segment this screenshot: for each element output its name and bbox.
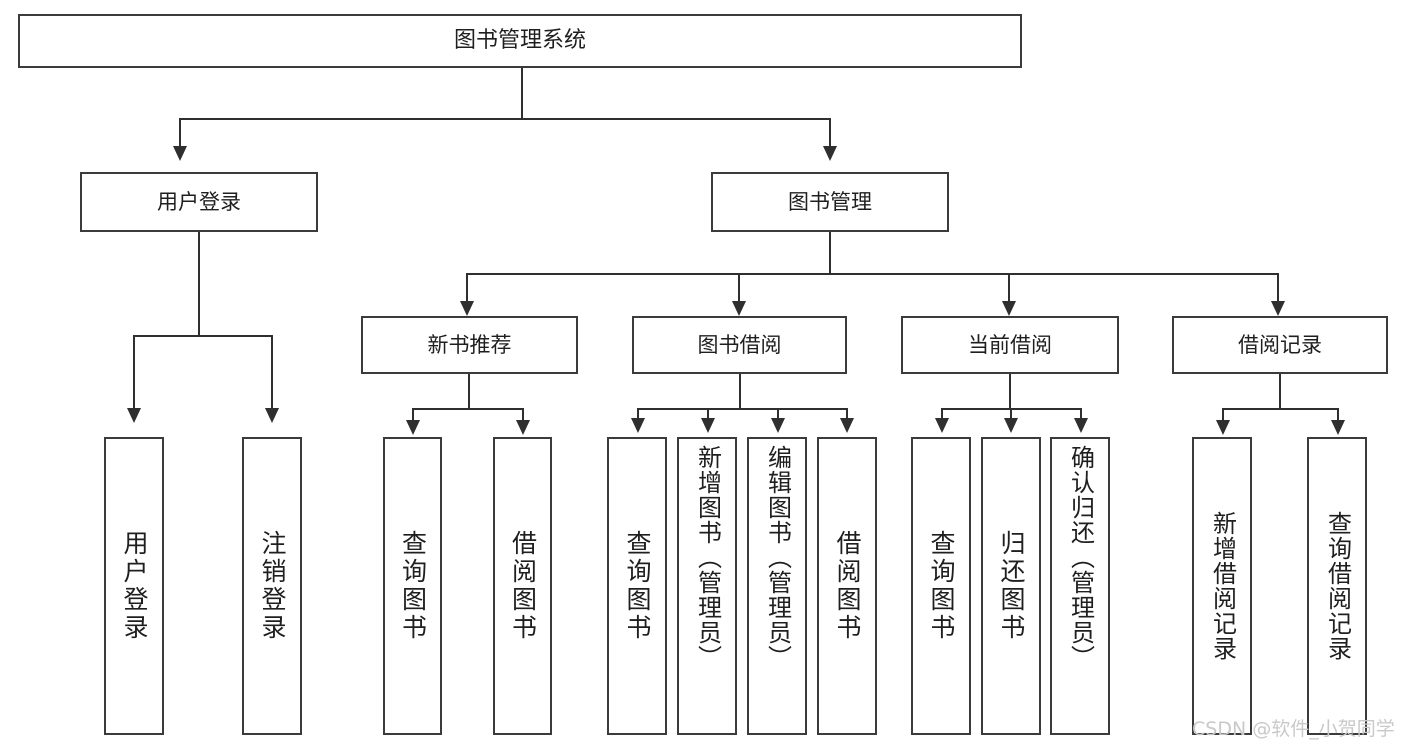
connector-br-trunk — [1279, 374, 1281, 408]
arrow-bm-to-new-book — [460, 301, 474, 316]
leaf-query-borrow-record[interactable]: 查询借阅记录 — [1307, 437, 1367, 735]
leaf-label: 用户登录 — [120, 530, 149, 642]
leaf-add-book-admin[interactable]: 新增图书（管理员） — [677, 437, 737, 735]
node-current-borrow[interactable]: 当前借阅 — [901, 316, 1119, 374]
connector-user-login-trunk — [198, 232, 200, 335]
node-borrow-record[interactable]: 借阅记录 — [1172, 316, 1388, 374]
connector-bb-bus — [637, 408, 847, 410]
arrow-nbr-to-leaf-2 — [516, 420, 530, 435]
connector-bb-to-leaf-4 — [846, 408, 848, 420]
connector-nbr-trunk — [468, 374, 470, 408]
connector-bb-to-leaf-1 — [637, 408, 639, 420]
leaf-label: 确认归还（管理员） — [1066, 445, 1095, 670]
node-label: 新书推荐 — [427, 332, 512, 357]
leaf-label: 查询图书 — [927, 530, 956, 642]
node-label: 当前借阅 — [968, 332, 1052, 357]
connector-user-login-to-leaf-1 — [133, 335, 135, 408]
leaf-label: 借阅图书 — [508, 530, 538, 642]
leaf-confirm-return-admin[interactable]: 确认归还（管理员） — [1050, 437, 1110, 735]
connector-br-to-leaf-2 — [1337, 408, 1339, 422]
connector-br-to-leaf-1 — [1222, 408, 1224, 422]
connector-bb-to-leaf-3 — [777, 408, 779, 420]
connector-cb-to-leaf-2 — [1010, 408, 1012, 420]
node-root-book-management-system[interactable]: 图书管理系统 — [18, 14, 1022, 68]
connector-book-management-trunk — [829, 232, 831, 273]
arrow-bb-to-leaf-3 — [771, 418, 785, 433]
connector-user-login-to-leaf-2 — [271, 335, 273, 408]
leaf-edit-book-admin[interactable]: 编辑图书（管理员） — [747, 437, 807, 735]
watermark-csdn: CSDN @软件_小贺同学 — [1192, 718, 1395, 740]
connector-book-management-bus — [466, 273, 1279, 275]
connector-root-to-book-management — [829, 118, 831, 146]
arrow-cb-to-leaf-1 — [935, 418, 949, 433]
arrow-user-login-to-leaf-2 — [265, 408, 279, 423]
connector-root-trunk — [521, 68, 523, 118]
leaf-borrow-book-bb[interactable]: 借阅图书 — [817, 437, 877, 735]
connector-bm-to-borrow-record — [1277, 273, 1279, 301]
arrow-nbr-to-leaf-1 — [406, 420, 420, 435]
connector-cb-to-leaf-3 — [1080, 408, 1082, 420]
arrow-bb-to-leaf-1 — [631, 418, 645, 433]
leaf-label: 查询借阅记录 — [1323, 511, 1352, 661]
connector-root-to-user-login — [179, 118, 181, 146]
connector-bm-to-new-book — [466, 273, 468, 301]
leaf-borrow-book-nbr[interactable]: 借阅图书 — [493, 437, 552, 735]
leaf-label: 借阅图书 — [833, 530, 862, 642]
arrow-cb-to-leaf-3 — [1074, 418, 1088, 433]
leaf-label: 编辑图书（管理员） — [763, 445, 792, 670]
leaf-query-book-nbr[interactable]: 查询图书 — [383, 437, 442, 735]
node-label: 图书借阅 — [697, 332, 782, 357]
connector-cb-trunk — [1009, 374, 1011, 408]
node-label: 用户登录 — [157, 189, 241, 214]
leaf-label: 查询图书 — [398, 530, 428, 642]
arrow-user-login-to-leaf-1 — [127, 408, 141, 423]
leaf-label: 新增图书（管理员） — [693, 445, 722, 670]
leaf-query-book-cb[interactable]: 查询图书 — [911, 437, 971, 735]
connector-nbr-to-leaf-1 — [412, 408, 414, 422]
leaf-add-borrow-record[interactable]: 新增借阅记录 — [1192, 437, 1252, 735]
arrow-root-to-user-login — [173, 146, 187, 161]
arrow-br-to-leaf-1 — [1216, 420, 1230, 435]
leaf-logout[interactable]: 注销登录 — [242, 437, 302, 735]
connector-bb-to-leaf-2 — [707, 408, 709, 420]
node-book-borrow[interactable]: 图书借阅 — [632, 316, 847, 374]
connector-bb-trunk — [739, 374, 741, 408]
arrow-bm-to-book-borrow — [732, 301, 746, 316]
node-book-management[interactable]: 图书管理 — [711, 172, 949, 232]
arrow-bm-to-borrow-record — [1271, 301, 1285, 316]
connector-nbr-to-leaf-2 — [522, 408, 524, 422]
node-label: 图书管理系统 — [453, 27, 586, 53]
node-new-book-recommend[interactable]: 新书推荐 — [361, 316, 578, 374]
leaf-user-login[interactable]: 用户登录 — [104, 437, 164, 735]
leaf-return-book[interactable]: 归还图书 — [981, 437, 1041, 735]
connector-cb-to-leaf-1 — [941, 408, 943, 420]
node-label: 借阅记录 — [1238, 332, 1322, 357]
leaf-label: 注销登录 — [258, 530, 287, 642]
connector-root-bus — [179, 118, 831, 120]
node-user-login[interactable]: 用户登录 — [80, 172, 318, 232]
connector-bm-to-book-borrow — [738, 273, 740, 301]
arrow-cb-to-leaf-2 — [1004, 418, 1018, 433]
connector-bm-to-current-borrow — [1008, 273, 1010, 301]
node-label: 图书管理 — [788, 189, 872, 214]
arrow-bb-to-leaf-2 — [701, 418, 715, 433]
arrow-bb-to-leaf-4 — [840, 418, 854, 433]
arrow-br-to-leaf-2 — [1331, 420, 1345, 435]
leaf-query-book-bb[interactable]: 查询图书 — [607, 437, 667, 735]
leaf-label: 新增借阅记录 — [1208, 511, 1237, 661]
arrow-bm-to-current-borrow — [1002, 301, 1016, 316]
connector-br-bus — [1222, 408, 1338, 410]
arrow-root-to-book-management — [823, 146, 837, 161]
leaf-label: 查询图书 — [623, 530, 652, 642]
leaf-label: 归还图书 — [997, 530, 1026, 642]
connector-nbr-bus — [412, 408, 524, 410]
connector-user-login-bus — [133, 335, 273, 337]
